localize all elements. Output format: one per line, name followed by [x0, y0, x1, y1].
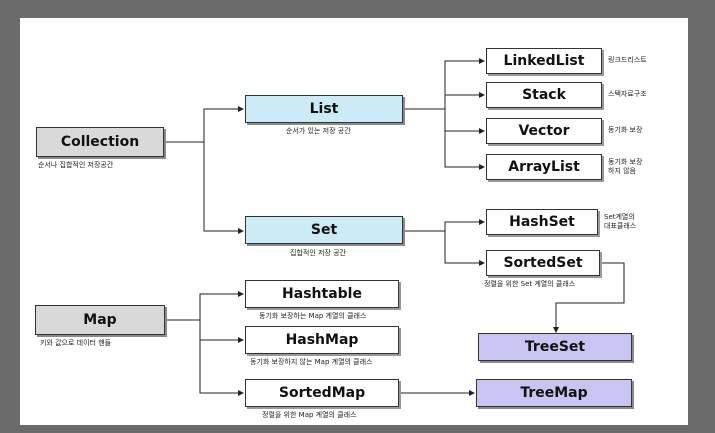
node-list-label: List: [309, 101, 339, 117]
node-hashset-desc-line1: Set계열의: [604, 213, 635, 221]
node-hashtable-label: Hashtable: [282, 286, 362, 302]
connector-list-arraylist: [444, 109, 485, 170]
connector-collection-set: [203, 142, 244, 234]
node-treeset-label: TreeSet: [524, 339, 586, 355]
node-arraylist: ArrayList: [486, 154, 602, 180]
node-stack-label: Stack: [522, 87, 566, 103]
node-hashmap-desc: 동기화 보장하지 않는 Map 계열의 클래스: [250, 358, 373, 366]
node-collection: Collection: [36, 127, 164, 157]
node-linkedlist-label: LinkedList: [503, 53, 585, 69]
node-treeset: TreeSet: [478, 333, 632, 361]
node-treemap-label: TreeMap: [520, 385, 588, 401]
connector-list-stack: [444, 92, 485, 109]
node-hashmap: HashMap: [245, 326, 399, 354]
node-map: Map: [35, 305, 165, 335]
connector-list-linkedlist: [444, 58, 485, 109]
connector-sortedset-treeset: [553, 262, 625, 333]
node-arraylist-desc-line2: 하지 않음: [608, 167, 636, 175]
node-hashset-desc-line2: 대표클래스: [604, 222, 637, 230]
node-linkedlist-desc: 링크드리스트: [608, 56, 647, 64]
node-treemap: TreeMap: [476, 379, 632, 407]
node-hashset-label: HashSet: [509, 214, 575, 230]
connector-set-hashset: [444, 219, 485, 231]
node-hashmap-label: HashMap: [285, 332, 359, 348]
node-stack-desc: 스택자료구조: [608, 90, 647, 98]
node-map-desc: 키와 값으로 데이터 핸들: [40, 339, 112, 347]
node-set-desc: 집합적인 저장 공간: [290, 249, 346, 257]
node-sortedset-desc: 정렬을 위한 Set 계열의 클래스: [484, 280, 576, 288]
node-sortedmap: SortedMap: [245, 379, 399, 407]
connector-collection-trunk: [164, 106, 244, 143]
node-stack: Stack: [486, 82, 602, 108]
node-sortedset-label: SortedSet: [503, 255, 583, 271]
node-collection-desc: 순서나 집합적인 저장공간: [38, 161, 114, 169]
node-linkedlist: LinkedList: [486, 48, 602, 74]
node-set-label: Set: [310, 222, 338, 238]
connector-map-hashmap: [199, 320, 244, 343]
connector-set-sortedset: [444, 231, 485, 266]
node-sortedmap-label: SortedMap: [278, 385, 366, 401]
node-hashset: HashSet: [486, 209, 598, 235]
node-hashtable: Hashtable: [245, 280, 399, 308]
node-sortedmap-desc: 정렬을 위한 Map 계열의 클래스: [262, 411, 357, 419]
node-sortedset: SortedSet: [486, 250, 600, 276]
node-map-label: Map: [83, 312, 117, 328]
node-list-desc: 순서가 있는 저장 공간: [286, 127, 351, 135]
connector-list-vector: [444, 109, 485, 134]
connector-map-hashtable: [199, 291, 244, 320]
node-hashtable-desc: 동기화 보장하는 Map 계열의 클래스: [259, 312, 367, 320]
node-vector: Vector: [486, 118, 602, 144]
node-collection-label: Collection: [60, 134, 140, 150]
node-set: Set: [245, 216, 403, 244]
node-vector-label: Vector: [518, 123, 570, 139]
node-arraylist-desc-line1: 동기화 보장: [608, 158, 643, 166]
node-vector-desc: 동기화 보장: [608, 126, 643, 134]
node-arraylist-label: ArrayList: [508, 159, 580, 175]
node-list: List: [245, 95, 403, 123]
connector-map-sortedmap: [199, 320, 244, 396]
